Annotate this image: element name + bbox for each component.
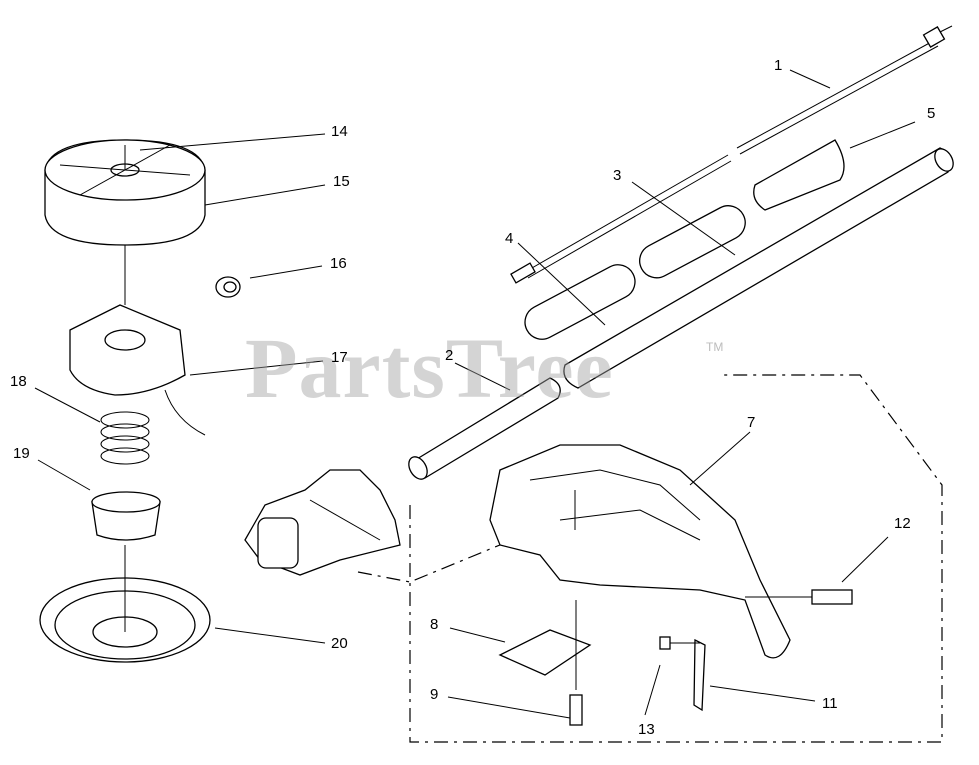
spring bbox=[100, 411, 150, 465]
line-cutter-blade bbox=[693, 638, 706, 712]
foam-sleeve-upper bbox=[639, 205, 746, 279]
drive-shaft bbox=[510, 25, 953, 284]
spring-cup bbox=[91, 491, 161, 541]
callout-3: 3 bbox=[613, 167, 622, 184]
callout-16: 16 bbox=[330, 255, 347, 272]
callout-18: 18 bbox=[10, 373, 27, 390]
callout-5: 5 bbox=[927, 105, 936, 122]
gear-head bbox=[244, 469, 401, 576]
watermark: PartsTree bbox=[245, 320, 614, 416]
callout-1: 1 bbox=[774, 57, 783, 74]
callout-4: 4 bbox=[505, 230, 514, 247]
bolt bbox=[811, 589, 853, 605]
mount-plate bbox=[498, 629, 592, 676]
callout-20: 20 bbox=[331, 635, 348, 652]
callout-14: 14 bbox=[331, 123, 348, 140]
callout-13: 13 bbox=[638, 721, 655, 738]
trademark-mark: TM bbox=[706, 340, 724, 354]
spool bbox=[69, 304, 206, 436]
sleeve-5 bbox=[753, 139, 845, 211]
callout-12: 12 bbox=[894, 515, 911, 532]
leader-lines bbox=[34, 69, 916, 719]
upper-tube bbox=[563, 147, 954, 389]
spool-cover bbox=[44, 139, 206, 246]
callout-11: 11 bbox=[822, 695, 838, 712]
callout-9: 9 bbox=[430, 686, 439, 703]
callout-2: 2 bbox=[445, 347, 454, 364]
screw bbox=[569, 694, 583, 726]
guard bbox=[489, 444, 791, 659]
callout-17: 17 bbox=[331, 349, 348, 366]
callout-15: 15 bbox=[333, 173, 350, 190]
callout-8: 8 bbox=[430, 616, 439, 633]
callout-19: 19 bbox=[13, 445, 30, 462]
lower-tube bbox=[408, 377, 561, 480]
callout-7: 7 bbox=[747, 414, 756, 431]
nut bbox=[659, 636, 671, 650]
